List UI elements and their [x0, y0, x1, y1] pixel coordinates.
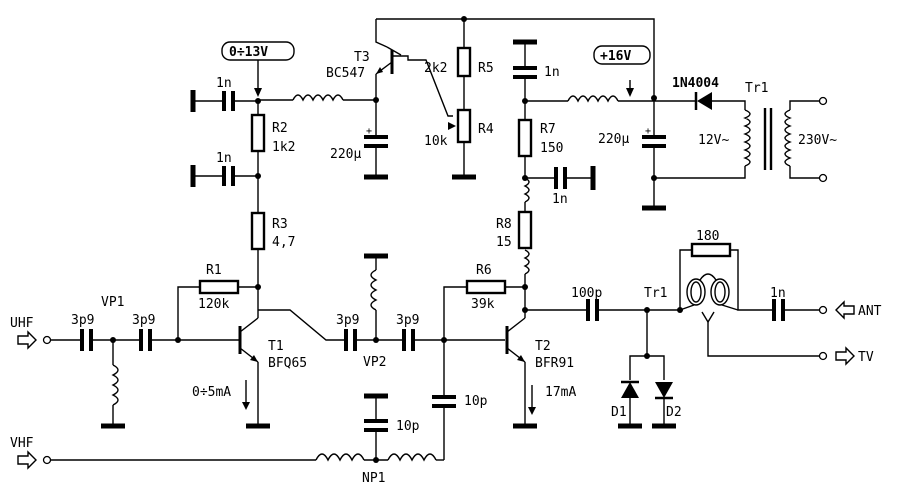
r180-label: 180 [696, 229, 719, 244]
resistor-r6 [465, 279, 528, 295]
tv-arrow [835, 346, 855, 366]
ant-arrow [835, 300, 855, 320]
cap-3p9-b-label: 3p9 [132, 313, 155, 328]
r4-label: R4 [478, 122, 494, 137]
cap-3p9-d-label: 3p9 [396, 313, 419, 328]
cap-100p-label: 100p [571, 286, 602, 301]
t1-label: T1 [268, 339, 284, 354]
capacitor-1n-ant [772, 299, 828, 361]
resistor-r1 [177, 279, 258, 340]
resistor-r5 [456, 19, 472, 110]
capacitor-1n-top [190, 90, 261, 112]
t2-type: BFR91 [535, 356, 574, 371]
r6-value: 39k [471, 297, 495, 312]
vhf-input-np1 [17, 393, 444, 470]
tr1-balun-label: Tr1 [644, 286, 667, 301]
uhf-label: UHF [10, 316, 34, 331]
uhf-input [17, 329, 178, 429]
tv-label: TV [858, 350, 874, 365]
t2-current: 17mA [545, 385, 576, 400]
capacitor-1n-below [525, 166, 596, 190]
primary-voltage-label: 230V~ [798, 133, 837, 148]
r5-value: 2k2 [424, 61, 447, 76]
diodes-d1-d2 [618, 310, 676, 429]
cap-3p9-a-label: 3p9 [71, 313, 94, 328]
r2-value: 1k2 [272, 140, 295, 155]
vp2-label: VP2 [363, 355, 386, 370]
resistor-r2 [250, 101, 266, 213]
cap-10p-a-label: 10p [396, 419, 420, 434]
svg-text:+: + [645, 126, 651, 137]
balun-tr1 [677, 242, 820, 357]
bias-voltage-label: 0÷13V [229, 45, 268, 60]
resistor-r7 [517, 118, 533, 212]
current-arrow-t1 [242, 380, 250, 410]
cap-10p-b-label: 10p [464, 394, 488, 409]
capacitor-10p-b [432, 286, 467, 460]
resistor-r8 [517, 210, 533, 310]
filter-vp2 [344, 253, 505, 351]
np1-label: NP1 [362, 471, 385, 486]
cap-1n-r7-label: 1n [544, 65, 560, 80]
cap-220u-b-label: 220µ [598, 132, 629, 147]
choke-supply [525, 80, 654, 103]
choke-top-left [258, 94, 376, 102]
t3-type: BC547 [326, 66, 365, 81]
current-arrow-t2 [528, 385, 536, 415]
r1-value: 120k [198, 297, 229, 312]
cap-3p9-c-label: 3p9 [336, 313, 359, 328]
t3-label: T3 [354, 50, 370, 65]
cap-220u-a-label: 220µ [330, 147, 361, 162]
cap-1n-mid-label: 1n [216, 151, 232, 166]
svg-text:+: + [366, 126, 372, 137]
transistor-t3 [375, 46, 453, 117]
capacitor-1n-r7 [513, 39, 537, 120]
transformer-supply [654, 96, 828, 183]
t1-current: 0÷5mA [192, 385, 231, 400]
rectifier-label: 1N4004 [672, 76, 719, 91]
cap-1n-below-label: 1n [552, 192, 568, 207]
r4-value: 10k [424, 134, 448, 149]
r7-value: 150 [540, 141, 563, 156]
bias-voltage-box [221, 41, 295, 61]
t2-label: T2 [535, 339, 551, 354]
ant-label: ANT [858, 304, 882, 319]
capacitor-100p [525, 299, 680, 321]
r8-value: 15 [496, 235, 512, 250]
resistor-r3 [250, 211, 266, 310]
d2-label: D2 [666, 405, 682, 420]
r6-label: R6 [476, 263, 492, 278]
cap-1n-ant-label: 1n [770, 286, 786, 301]
cap-1n-top-label: 1n [216, 76, 232, 91]
capacitor-220u-b: + [642, 101, 666, 211]
r3-label: R3 [272, 217, 288, 232]
vhf-label: VHF [10, 436, 34, 451]
vp1-label: VP1 [101, 295, 124, 310]
capacitor-1n-mid [190, 165, 258, 187]
supply-voltage-box [593, 45, 651, 65]
r8-label: R8 [496, 217, 512, 232]
bias-box-arrow [254, 60, 262, 97]
wire-t1-to-vp2 [258, 309, 344, 341]
r1-label: R1 [206, 263, 222, 278]
diode-1n4004 [654, 92, 746, 110]
capacitor-220u-a: + [364, 97, 388, 180]
r7-label: R7 [540, 122, 556, 137]
potentiometer-r4 [448, 108, 476, 180]
transistor-t1 [175, 310, 270, 429]
supply-voltage-label: +16V [600, 49, 631, 64]
d1-label: D1 [611, 405, 627, 420]
r3-value: 4,7 [272, 235, 295, 250]
t1-type: BFQ65 [268, 356, 307, 371]
tr1-supply-label: Tr1 [745, 81, 768, 96]
r2-label: R2 [272, 121, 288, 136]
r5-label: R5 [478, 61, 494, 76]
secondary-voltage-label: 12V~ [698, 133, 729, 148]
